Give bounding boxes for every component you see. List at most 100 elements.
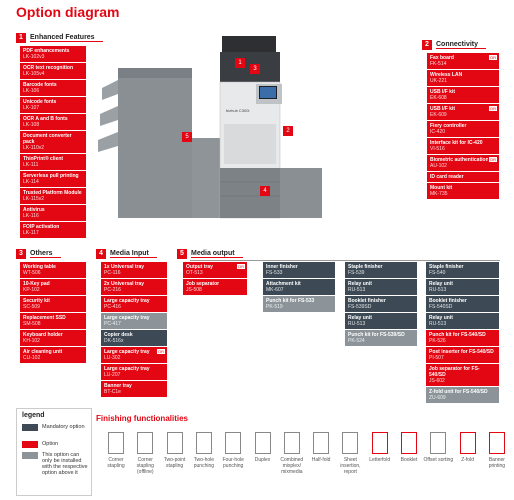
option-code: MK-607 <box>266 287 284 293</box>
finishing-label: Corner stapling (offline) <box>136 457 154 475</box>
option-name: Large capacity tray <box>104 366 150 372</box>
section-number: 1 <box>16 33 26 43</box>
option-code: PK-524 <box>348 338 365 344</box>
option-name: ID card reader <box>430 174 464 180</box>
option-name: Banner tray <box>104 383 132 389</box>
legend-swatch-option <box>22 441 38 448</box>
page-title: Option diagram <box>16 4 120 20</box>
section-enhanced-header: 1 Enhanced Features <box>16 33 103 43</box>
finishing-icon <box>225 432 242 454</box>
legend-mandatory-label: Mandatory option <box>42 424 85 430</box>
finishing-icon <box>430 432 447 454</box>
option-code: PC-417 <box>104 321 121 327</box>
option-code: LU-207 <box>104 372 121 378</box>
option-name: Biometric authentication <box>430 157 489 163</box>
option-item: ID card reader <box>427 172 499 182</box>
or-badge: OR <box>236 263 246 270</box>
section-title: Connectivity <box>436 41 487 49</box>
option-code: LU-302 <box>104 355 121 361</box>
section-number: 5 <box>177 249 187 259</box>
finishing-item: Z-fold <box>452 432 484 463</box>
option-name: Large capacity tray <box>104 349 150 355</box>
option-name: Trusted Platform Module <box>23 190 82 196</box>
or-badge: OR <box>488 156 498 163</box>
option-name: Mount kit <box>430 185 453 191</box>
option-name: Punch kit for FS-539/SD <box>348 332 405 338</box>
option-code: LK-105v4 <box>23 71 45 77</box>
finishing-icon <box>459 432 476 454</box>
printer-model-label: bizhub C300i <box>226 108 250 113</box>
callout-3: 3 <box>250 64 260 74</box>
option-name: Relay unit <box>429 281 453 287</box>
option-name: Job separator <box>186 281 220 287</box>
option-code: VI-516 <box>430 146 445 152</box>
finishing-item: Sheet insertion, report <box>334 432 366 475</box>
legend-mandatory: Mandatory option <box>22 424 86 431</box>
option-name: OCR A and B fonts <box>23 116 68 122</box>
option-name: 1x Universal tray <box>104 264 145 270</box>
finishing-item: Two-hole punching <box>188 432 220 469</box>
finishing-label: Booklet <box>400 457 418 463</box>
finishing-label: Letterfold <box>369 457 391 463</box>
option-name: Attachment kit <box>266 281 301 287</box>
finishing-label: Corner stapling <box>107 457 125 469</box>
finishing-label: Offset sorting <box>423 457 454 463</box>
option-code: RU-513 <box>429 287 447 293</box>
finishing-icon <box>371 432 388 454</box>
option-name: Unicode fonts <box>23 99 57 105</box>
printer-illustration: bizhub C300i 1 2 3 4 5 <box>96 28 322 228</box>
finishing-label: Four-hole punching <box>222 457 244 469</box>
legend-box <box>16 408 92 496</box>
option-name: Barcode fonts <box>23 82 57 88</box>
option-name: Fiery controller <box>430 123 467 129</box>
option-name: Replacement SSD <box>23 315 66 321</box>
option-code: LK-102v3 <box>23 54 45 60</box>
section-title: Others <box>30 250 61 258</box>
option-name: PDF enhancements <box>23 48 70 54</box>
finishing-item: Four-hole punching <box>217 432 249 469</box>
or-badge: OR <box>156 348 166 355</box>
option-code: PI-507 <box>429 355 444 361</box>
option-code: KP-102 <box>23 287 40 293</box>
section-connectivity-header: 2 Connectivity <box>422 40 487 50</box>
option-code: LK-110v2 <box>23 145 45 151</box>
option-name: Booklet finisher <box>429 298 467 304</box>
option-code: MK-735 <box>430 191 448 197</box>
option-name: Copier desk <box>104 332 133 338</box>
option-code: PK-526 <box>429 338 446 344</box>
callout-1: 1 <box>235 58 245 68</box>
callout-5: 5 <box>182 132 192 142</box>
option-code: UK-221 <box>430 78 447 84</box>
finishing-label: Banner printing <box>488 457 506 469</box>
option-name: Output tray <box>186 264 213 270</box>
option-name: 2x Universal tray <box>104 281 145 287</box>
option-code: FS-539SD <box>348 304 372 310</box>
